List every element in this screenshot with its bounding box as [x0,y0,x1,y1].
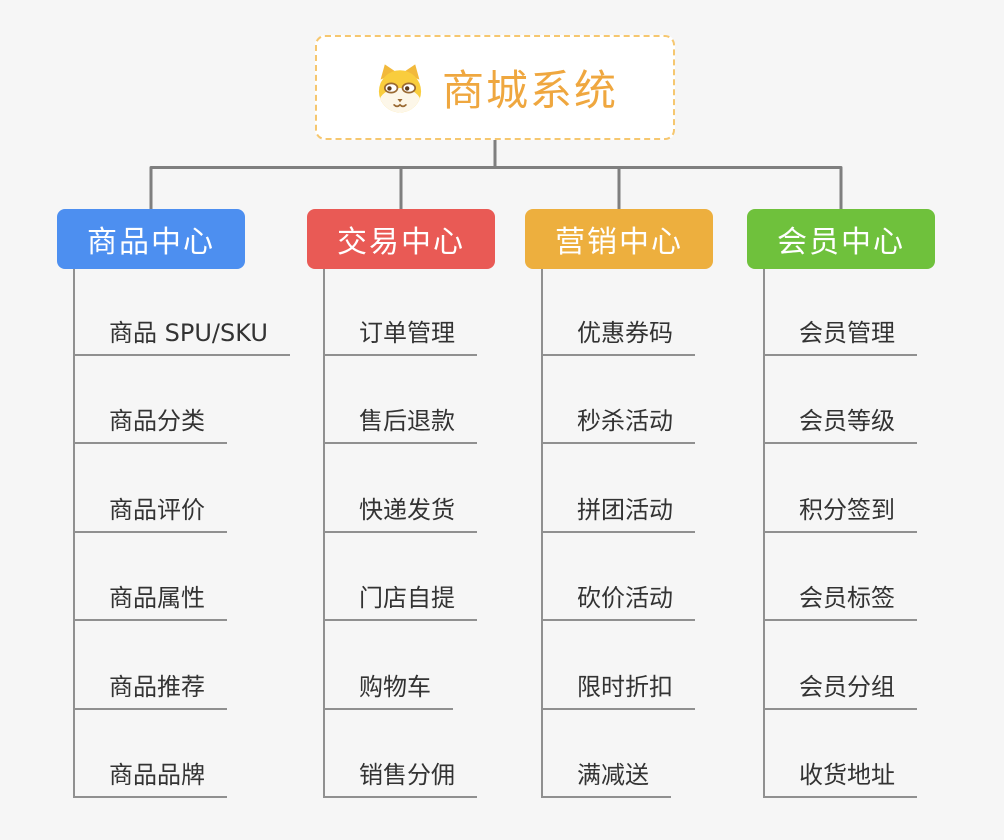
leaf-node[interactable]: 快递发货 [325,495,477,533]
leaf-node[interactable]: 砍价活动 [543,583,695,622]
branch-leaves-marketing: 优惠券码 秒杀活动 拼团活动 砍价活动 限时折扣 满减送 [541,269,713,798]
doge-icon [378,63,422,112]
root-title: 商城系统 [441,66,618,115]
leaf-node[interactable]: 会员分组 [765,672,917,710]
leaf-node[interactable]: 订单管理 [325,318,477,356]
leaf-node[interactable]: 积分签到 [765,495,917,533]
branch-header-member[interactable]: 会员中心 [747,209,935,269]
leaf-node[interactable]: 商品推荐 [75,672,227,710]
branch-column-marketing: 营销中心 优惠券码 秒杀活动 拼团活动 砍价活动 限时折扣 满减送 [525,209,713,798]
branch-header-trade[interactable]: 交易中心 [307,209,495,269]
leaf-node[interactable]: 优惠券码 [543,318,695,356]
leaf-node[interactable]: 门店自提 [325,583,477,622]
leaf-node[interactable]: 会员等级 [765,406,917,445]
leaf-node[interactable]: 商品分类 [75,406,227,445]
branch-column-trade: 交易中心 订单管理 售后退款 快递发货 门店自提 购物车 销售分佣 [307,209,495,798]
leaf-node[interactable]: 销售分佣 [325,760,477,798]
leaf-node[interactable]: 收货地址 [765,760,917,798]
branch-header-marketing[interactable]: 营销中心 [525,209,713,269]
leaf-node[interactable]: 商品属性 [75,583,227,622]
leaf-node[interactable]: 商品品牌 [75,760,227,798]
leaf-node[interactable]: 售后退款 [325,406,477,445]
root-node[interactable]: 商城系统 [315,35,675,140]
branch-column-product: 商品中心 商品 SPU/SKU 商品分类 商品评价 商品属性 商品推荐 商品品牌 [57,209,290,798]
branch-leaves-product: 商品 SPU/SKU 商品分类 商品评价 商品属性 商品推荐 商品品牌 [73,269,290,798]
leaf-node[interactable]: 限时折扣 [543,672,695,710]
leaf-node[interactable]: 商品 SPU/SKU [75,318,290,356]
leaf-node[interactable]: 满减送 [543,760,671,798]
branch-column-member: 会员中心 会员管理 会员等级 积分签到 会员标签 会员分组 收货地址 [747,209,935,798]
leaf-node[interactable]: 商品评价 [75,495,227,533]
leaf-node[interactable]: 购物车 [325,672,453,710]
branch-leaves-trade: 订单管理 售后退款 快递发货 门店自提 购物车 销售分佣 [323,269,495,798]
leaf-node[interactable]: 拼团活动 [543,495,695,533]
leaf-node[interactable]: 会员标签 [765,583,917,622]
branch-leaves-member: 会员管理 会员等级 积分签到 会员标签 会员分组 收货地址 [763,269,935,798]
branch-header-product[interactable]: 商品中心 [57,209,245,269]
leaf-node[interactable]: 秒杀活动 [543,406,695,445]
leaf-node[interactable]: 会员管理 [765,318,917,356]
